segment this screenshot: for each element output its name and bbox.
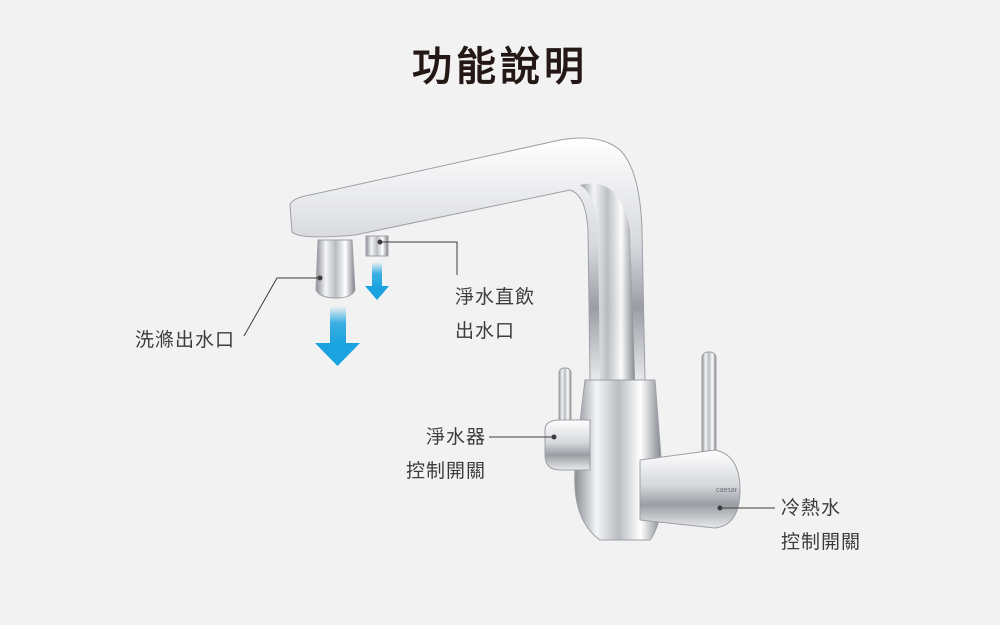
leader-purified bbox=[380, 241, 458, 275]
hot-cold-handle bbox=[701, 351, 717, 458]
hot-cold-control-line1: 冷熱水 bbox=[781, 497, 842, 519]
purified-flow-arrow bbox=[365, 262, 389, 300]
purified-drinking-line1: 淨水直飲 bbox=[455, 286, 536, 308]
leader-rinse bbox=[243, 277, 320, 337]
label-purifier-control: 淨水器 控制開關 bbox=[400, 420, 486, 488]
purifier-control-line1: 淨水器 bbox=[425, 426, 486, 448]
rinse-outlet-text: 洗滌出水口 bbox=[135, 329, 236, 351]
page-title: 功能說明 bbox=[412, 44, 588, 90]
label-purified-drinking: 淨水直飲 出水口 bbox=[455, 280, 535, 348]
brand-mark: caesar bbox=[716, 487, 738, 494]
faucet-spout bbox=[289, 137, 646, 381]
hot-cold-control-line2: 控制開關 bbox=[781, 531, 862, 553]
rinse-flow-arrow bbox=[315, 306, 360, 366]
purified-outlet-nozzle bbox=[365, 235, 389, 257]
purifier-control-line2: 控制開關 bbox=[405, 460, 486, 482]
label-rinse-outlet: 洗滌出水口 bbox=[135, 323, 235, 357]
label-hot-cold-control: 冷熱水 控制開關 bbox=[781, 491, 861, 559]
purified-drinking-line2: 出水口 bbox=[455, 320, 516, 342]
rinse-outlet-nozzle bbox=[315, 239, 356, 299]
